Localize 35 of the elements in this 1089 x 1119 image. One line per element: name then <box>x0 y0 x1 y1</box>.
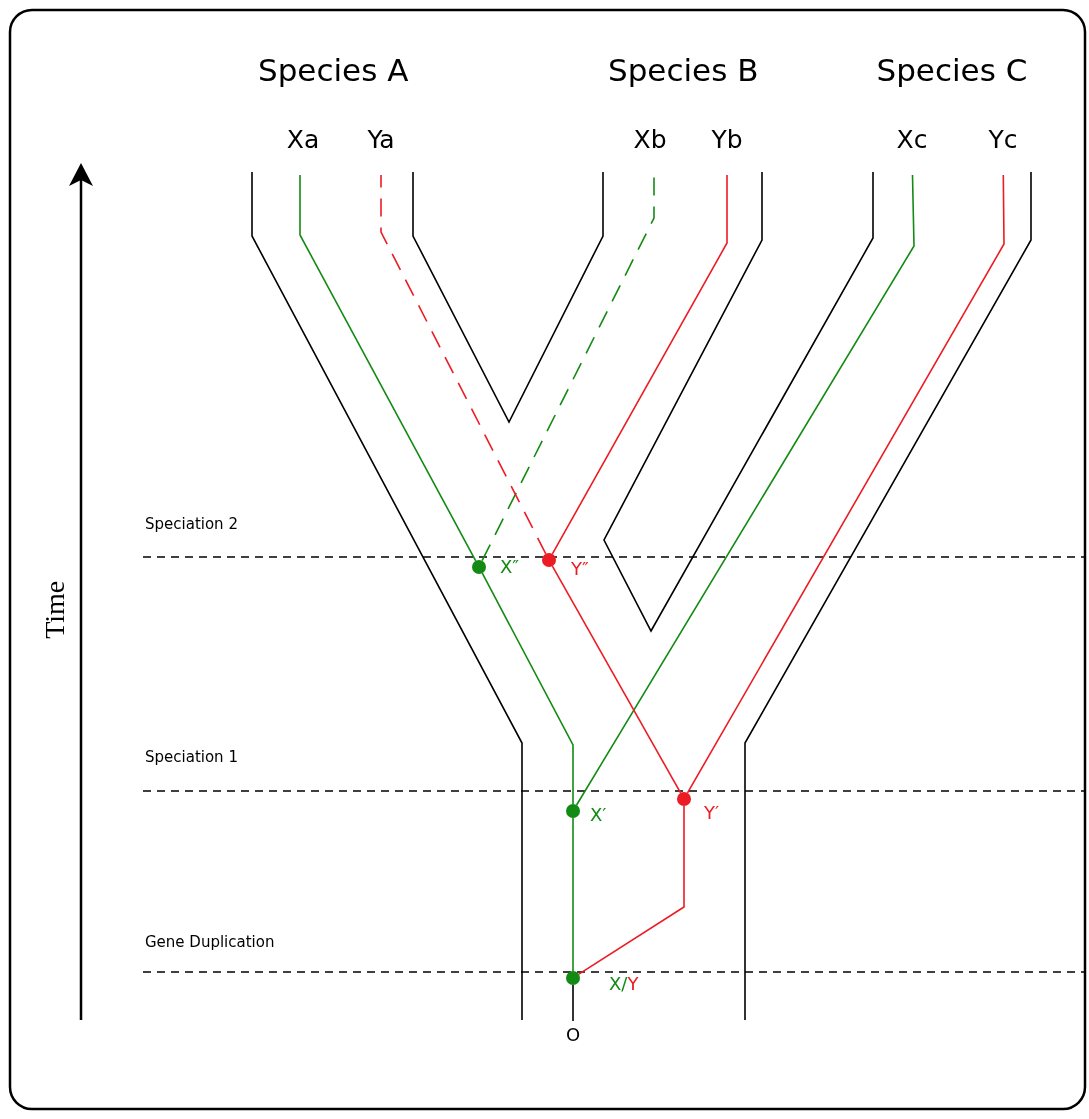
event-label: Speciation 2 <box>145 515 238 533</box>
gene-lineage-line <box>578 805 685 975</box>
gene-lineage-line <box>686 174 1005 794</box>
gene-leaf-label: Yb <box>702 125 752 175</box>
gene-leaf-label: Xc <box>887 125 937 175</box>
gene-lineage-line <box>572 984 574 1022</box>
species-label: Species B <box>608 51 759 89</box>
gene-lineage-line <box>551 174 728 555</box>
gene-lineage-line <box>299 174 477 562</box>
gene-event-label: X″ <box>500 556 520 578</box>
gene-lineage-line <box>380 174 547 555</box>
gene-leaf-label: Xb <box>625 125 675 175</box>
gene-event-dot <box>566 804 580 818</box>
gene-event-label: Y″ <box>571 558 589 580</box>
gene-event-label: Y′ <box>704 802 720 824</box>
gene-lineage-line <box>575 174 915 806</box>
root-label: O <box>562 1021 584 1049</box>
gene-lineage-line <box>481 174 655 562</box>
gene-event-label: X′ <box>590 804 607 826</box>
gene-lineage-line <box>481 572 574 805</box>
species-label: Species A <box>258 51 409 89</box>
gene-event-dot <box>542 553 556 567</box>
axis-label: Time <box>38 580 72 639</box>
gene-event-dot <box>472 560 486 574</box>
gene-event-label: X/Y <box>609 973 639 995</box>
gene-event-dot <box>677 792 691 806</box>
gene-leaf-label: Ya <box>356 125 406 175</box>
gene-event-dot <box>566 971 580 985</box>
species-label: Species C <box>876 51 1028 89</box>
gene-leaf-label: Xa <box>278 125 328 175</box>
event-label: Speciation 1 <box>145 748 238 766</box>
event-label: Gene Duplication <box>145 933 275 951</box>
gene-lineage-line <box>551 565 682 794</box>
gene-leaf-label: Yc <box>978 125 1028 175</box>
gene-lineage-line <box>572 817 574 972</box>
